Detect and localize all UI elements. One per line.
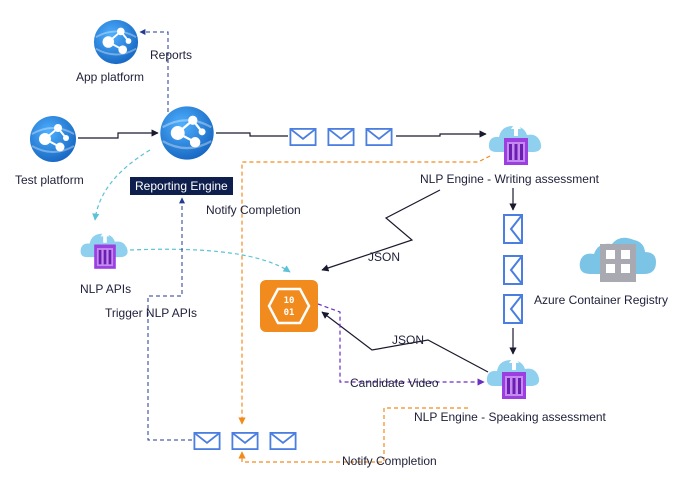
message-envelope-icon [503,214,523,244]
nlp-speaking-icon [486,356,540,399]
edge-json-top [321,189,441,272]
nlp-apis-label: NLP APIs [80,282,132,296]
binary-processor-icon: 10 01 [260,280,318,332]
edge-test-to-reporting [78,129,159,139]
app-platform-label: App platform [76,70,145,84]
message-envelope-icon [269,432,297,450]
notify-completion-bottom-label: Notify Completion [342,454,437,468]
edge-candidate-video [317,303,485,386]
edge-notify-top [238,155,491,425]
edge-nlp-apis-to-processor [129,248,291,273]
nlp-apis-icon [80,230,128,269]
processor-glyph-top: 10 [284,296,295,306]
nlp-speaking-label: NLP Engine - Speaking assessment [414,410,606,424]
test-platform-label: Test platform [15,173,84,187]
azure-registry-label: Azure Container Registry [534,293,669,307]
edge-notify-bottom [238,407,468,463]
edge-json-bottom [321,311,489,373]
edge-trigger [147,197,192,441]
app-platform-icon [92,18,140,66]
message-envelope-icon [365,128,393,146]
message-envelope-icon [193,432,221,450]
container-registry-icon [579,237,656,282]
edge-queue-to-writing [396,130,487,138]
nlp-writing-icon [488,122,542,165]
json-bottom-label: JSON [392,333,425,347]
reporting-engine-icon [159,105,215,161]
processor-glyph-bottom: 01 [284,308,295,318]
message-envelope-icon [231,432,259,450]
reports-label: Reports [150,48,193,62]
message-envelope-icon [327,128,355,146]
edge-reports [139,29,169,112]
edge-reporting-to-writing [216,132,288,137]
reporting-engine-label: Reporting Engine [130,177,233,195]
json-top-label: JSON [368,250,401,264]
message-envelope-icon [289,128,317,146]
message-envelope-icon [503,294,523,324]
edge-reporting-to-nlp-apis [92,149,151,221]
trigger-nlp-apis-label: Trigger NLP APIs [105,306,198,320]
notify-completion-top-label: Notify Completion [206,203,301,217]
message-envelope-icon [503,255,523,285]
candidate-video-label: Candidate Video [350,376,439,390]
nlp-writing-label: NLP Engine - Writing assessment [420,172,599,186]
test-platform-icon [29,115,77,163]
